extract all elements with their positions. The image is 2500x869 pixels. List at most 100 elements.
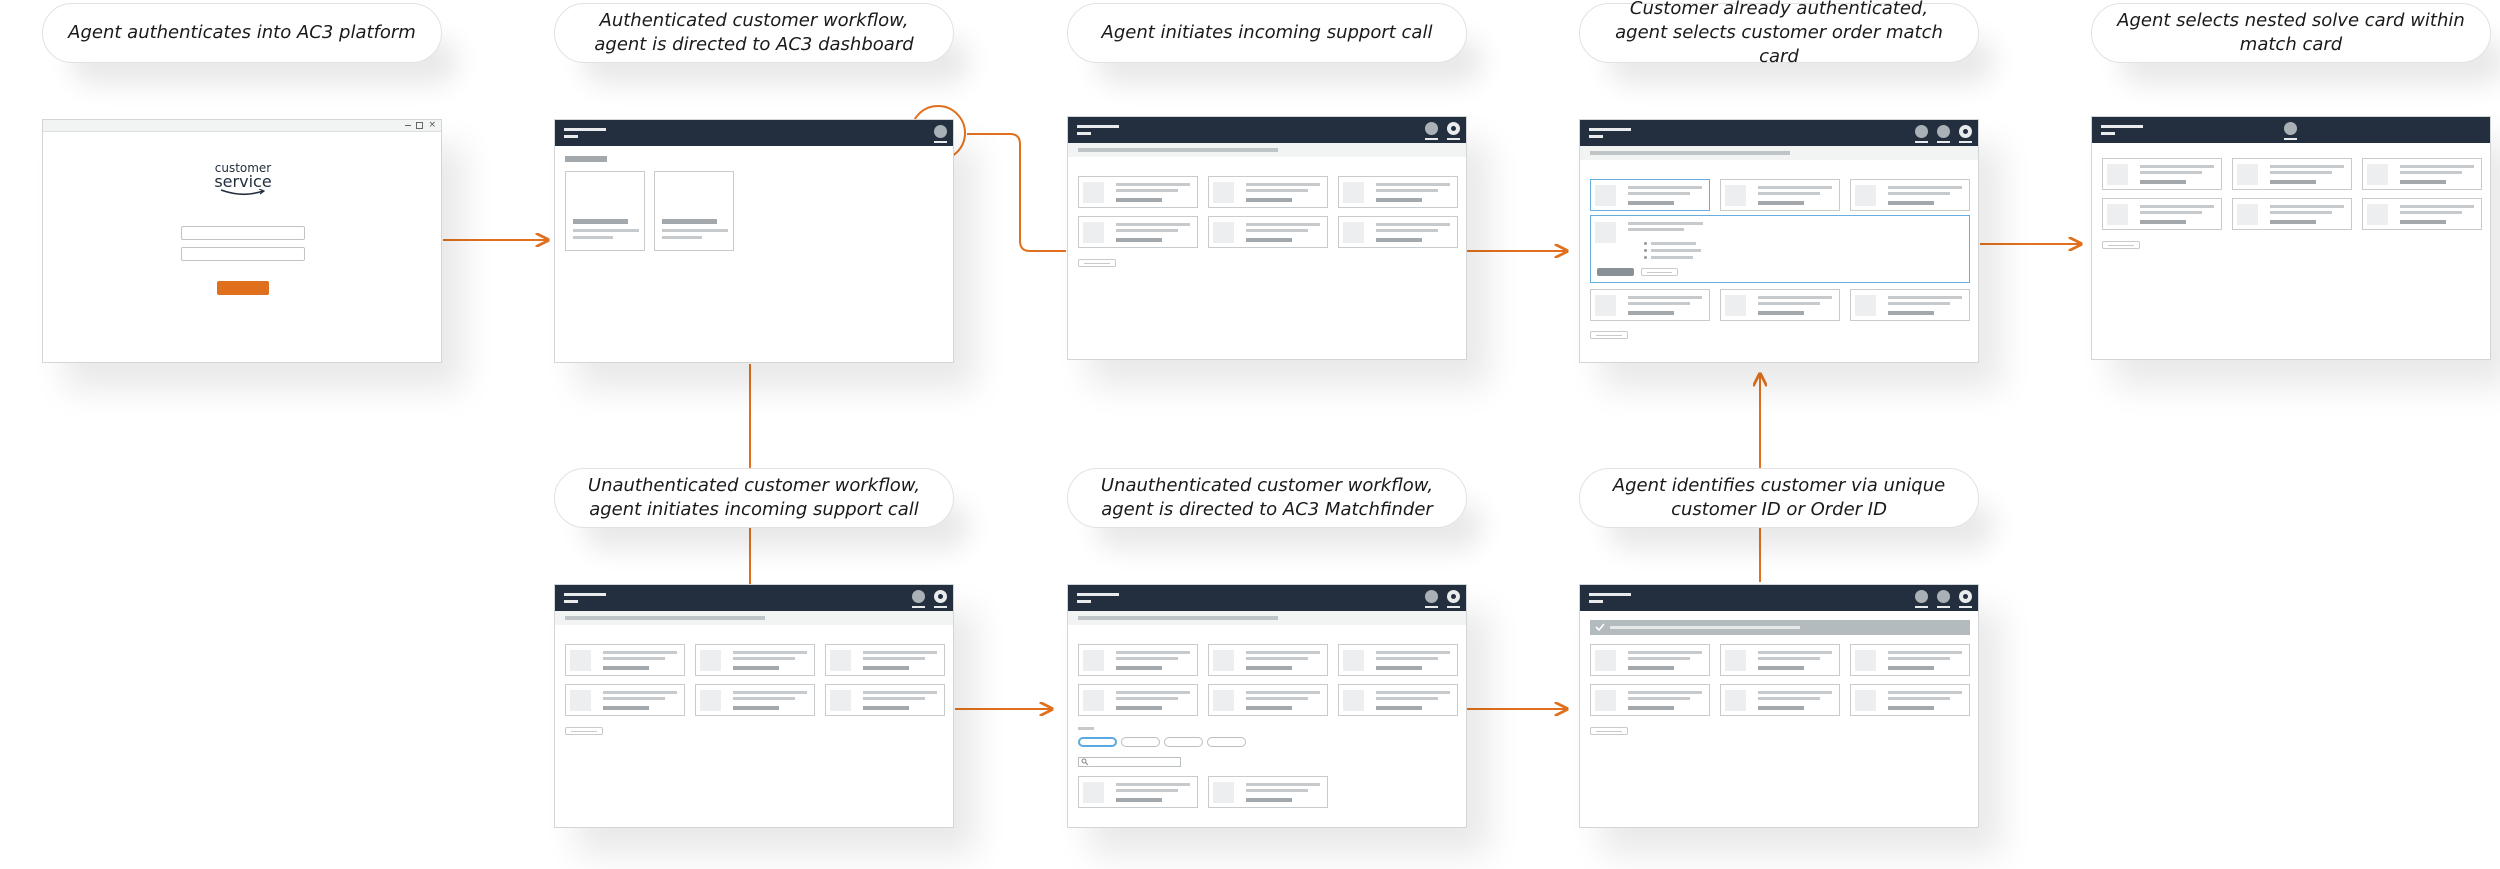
match-card[interactable]	[1720, 179, 1840, 211]
app-header	[1068, 117, 1466, 143]
solve-card[interactable]	[2102, 158, 2222, 190]
match-card[interactable]	[1850, 289, 1970, 321]
step-caption-match-card: Customer already authenticated, agent se…	[1579, 0, 1979, 67]
user-avatar-icon[interactable]	[2284, 122, 2297, 135]
phone-icon[interactable]	[934, 590, 947, 603]
logo-text-service: service	[214, 172, 272, 191]
match-card[interactable]	[1208, 644, 1328, 676]
phone-icon[interactable]	[1447, 590, 1460, 603]
close-icon[interactable]: ×	[428, 120, 436, 130]
user-avatar-icon[interactable]	[912, 590, 925, 603]
solve-card[interactable]	[2362, 198, 2482, 230]
user-avatar-icon[interactable]	[1937, 590, 1950, 603]
search-input[interactable]	[1078, 757, 1181, 767]
brand-logo	[1589, 593, 1631, 596]
solve-card[interactable]	[2362, 158, 2482, 190]
match-card[interactable]	[1850, 179, 1970, 211]
username-field[interactable]	[181, 226, 305, 240]
sign-in-button[interactable]	[217, 281, 269, 295]
logo-smile-icon	[220, 189, 266, 196]
match-card[interactable]	[1590, 644, 1710, 676]
show-more-button[interactable]	[1078, 259, 1116, 267]
dashboard-tile[interactable]	[654, 171, 734, 251]
brand-logo	[564, 593, 606, 596]
match-card[interactable]	[1078, 216, 1198, 248]
match-card[interactable]	[1590, 289, 1710, 321]
maximize-icon[interactable]	[416, 122, 423, 129]
login-window: × customer service	[42, 119, 442, 363]
password-field[interactable]	[181, 247, 305, 261]
match-card[interactable]	[1338, 216, 1458, 248]
match-card[interactable]	[1720, 684, 1840, 716]
match-card[interactable]	[695, 644, 815, 676]
matchfinder-window	[1067, 584, 1467, 828]
minimize-icon[interactable]	[405, 125, 411, 126]
customer-service-logo: customer service	[203, 162, 283, 197]
checkmark-icon	[1595, 623, 1605, 632]
solve-primary-button[interactable]	[1597, 268, 1634, 276]
solve-secondary-button[interactable]	[1641, 268, 1678, 276]
user-avatar-icon[interactable]	[1915, 590, 1928, 603]
step-caption-matchfinder: Unauthenticated customer workflow, agent…	[1067, 468, 1467, 528]
show-more-button[interactable]	[2102, 241, 2140, 249]
search-type-chip[interactable]	[1207, 737, 1246, 747]
user-avatar-icon[interactable]	[1915, 125, 1928, 138]
search-type-chip[interactable]	[1164, 737, 1203, 747]
match-card[interactable]	[1850, 684, 1970, 716]
solve-card[interactable]	[2232, 158, 2352, 190]
search-type-chip[interactable]	[1121, 737, 1160, 747]
match-card[interactable]	[1208, 216, 1328, 248]
show-more-button[interactable]	[1590, 331, 1628, 339]
search-icon	[1081, 758, 1089, 766]
match-card[interactable]	[565, 684, 685, 716]
window-title-bar: ×	[43, 120, 441, 132]
dashboard-window	[554, 119, 954, 363]
logo-text-customer: customer	[214, 161, 272, 175]
match-card[interactable]	[1208, 176, 1328, 208]
match-card[interactable]	[1590, 684, 1710, 716]
dashboard-title	[565, 156, 607, 162]
match-card[interactable]	[1208, 684, 1328, 716]
match-card[interactable]	[1078, 776, 1198, 808]
show-more-button[interactable]	[565, 727, 603, 735]
user-avatar-icon[interactable]	[934, 125, 947, 138]
app-header	[1068, 585, 1466, 611]
match-card[interactable]	[695, 684, 815, 716]
phone-icon[interactable]	[1959, 125, 1972, 138]
dashboard-tile[interactable]	[565, 171, 645, 251]
customer-identified-window	[1579, 584, 1979, 828]
phone-icon[interactable]	[1959, 590, 1972, 603]
match-card[interactable]	[1338, 176, 1458, 208]
match-card[interactable]	[565, 644, 685, 676]
match-card[interactable]	[1078, 176, 1198, 208]
app-header	[555, 120, 953, 146]
match-card-selected-window	[1579, 119, 1979, 363]
order-match-card-selected[interactable]	[1590, 179, 1710, 211]
match-card[interactable]	[1338, 644, 1458, 676]
match-card[interactable]	[1720, 644, 1840, 676]
user-avatar-icon[interactable]	[1425, 122, 1438, 135]
match-card[interactable]	[1850, 644, 1970, 676]
app-header	[1580, 585, 1978, 611]
match-card[interactable]	[1078, 644, 1198, 676]
expanded-match-card[interactable]	[1590, 215, 1970, 283]
solve-card[interactable]	[2232, 198, 2352, 230]
match-card[interactable]	[825, 644, 945, 676]
solve-card[interactable]	[2102, 198, 2222, 230]
customer-identified-banner	[1590, 620, 1970, 635]
match-card[interactable]	[1720, 289, 1840, 321]
step-caption-solve-card: Agent selects nested solve card within m…	[2091, 3, 2491, 63]
call-status-bar	[1068, 143, 1466, 157]
app-header	[1580, 120, 1978, 146]
match-card[interactable]	[1078, 684, 1198, 716]
user-avatar-icon[interactable]	[1425, 590, 1438, 603]
step-caption-dashboard: Authenticated customer workflow, agent i…	[554, 3, 954, 63]
match-card[interactable]	[1338, 684, 1458, 716]
match-card[interactable]	[1208, 776, 1328, 808]
phone-icon[interactable]	[1447, 122, 1460, 135]
brand-logo	[1077, 593, 1119, 596]
search-type-chip-active[interactable]	[1078, 737, 1117, 747]
show-more-button[interactable]	[1590, 727, 1628, 735]
match-card[interactable]	[825, 684, 945, 716]
user-avatar-icon[interactable]	[1937, 125, 1950, 138]
